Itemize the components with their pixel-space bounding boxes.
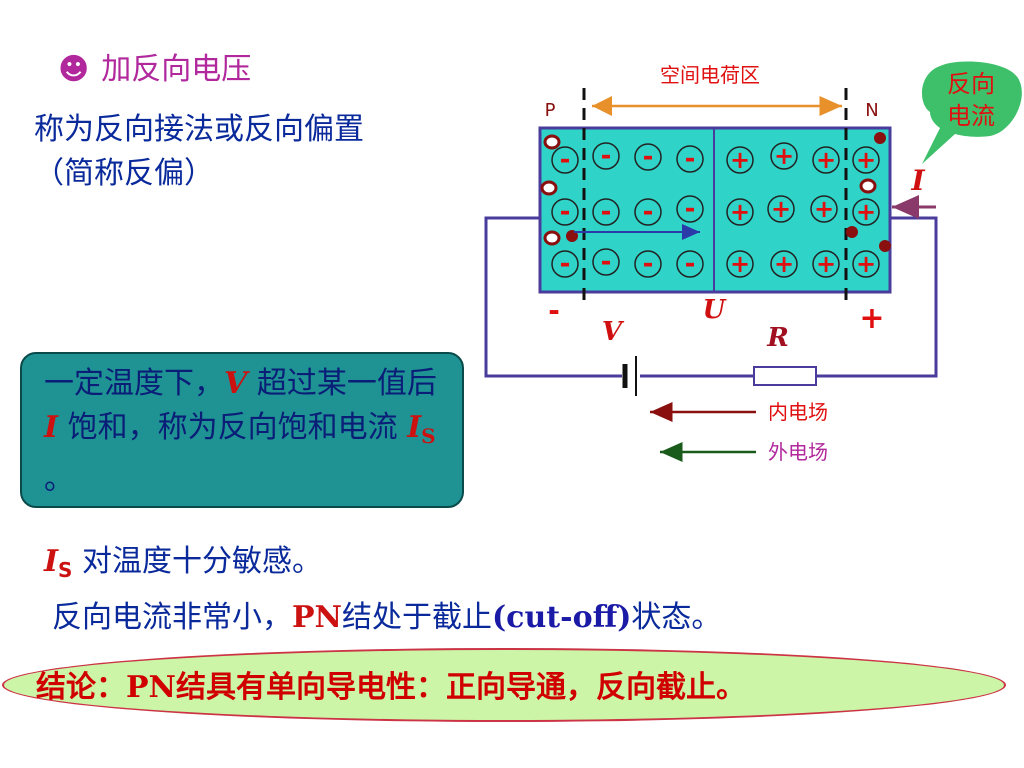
current-label: I	[910, 164, 925, 197]
negative-ions	[551, 142, 704, 278]
minus-sign: -	[601, 247, 612, 277]
n-label: N	[865, 100, 878, 121]
minus-terminal-label: -	[548, 294, 560, 327]
bubble-text-line-2: 电流	[947, 102, 995, 130]
description-line-2: （简称反偏）	[34, 156, 214, 191]
r-label: R	[766, 323, 789, 353]
is-subscript: S	[58, 558, 73, 582]
minus-sign: -	[601, 141, 612, 171]
minus-sign: -	[685, 194, 696, 224]
conclusion-pn: PN	[126, 670, 176, 705]
conclusion-ellipse	[2, 648, 1006, 722]
conclusion-label: 结论：	[36, 670, 126, 705]
bubble-text-line-1: 反向	[947, 70, 995, 98]
reverse-current-line: 反向电流非常小，PN结处于截止(cut-off)状态。	[52, 592, 721, 636]
minus-sign: -	[560, 249, 571, 279]
description: 称为反向接法或反向偏置 （简称反偏）	[34, 108, 364, 196]
smiley-icon: ☻	[58, 52, 90, 87]
space-charge-label: 空间电荷区	[660, 63, 760, 87]
slide-title: ☻ 加反向电压	[58, 44, 251, 88]
outer-field-label: 外电场	[768, 440, 828, 464]
minus-sign: -	[643, 142, 654, 172]
plus-sign: +	[774, 250, 794, 278]
negative-signs: ---- ---- ----	[560, 141, 696, 279]
reverse-text-3: 状态。	[631, 600, 722, 635]
sensitivity-text: 对温度十分敏感。	[72, 544, 322, 579]
box-v-symbol: V	[224, 366, 248, 401]
minus-sign: -	[601, 197, 612, 227]
minus-sign: -	[643, 197, 654, 227]
box-text-4: 。	[44, 462, 74, 497]
is-symbol: I	[44, 544, 59, 579]
description-line-1: 称为反向接法或反向偏置	[34, 112, 364, 147]
plus-sign: +	[774, 142, 794, 170]
reverse-current-bubble	[921, 61, 1022, 164]
reverse-pn: PN	[292, 600, 342, 635]
conclusion-text: 结具有单向导电性：正向导通，反向截止。	[175, 670, 746, 705]
box-text-2: 超过某一值后	[247, 366, 437, 401]
plus-sign: +	[730, 146, 750, 174]
conclusion-line: 结论：PN结具有单向导电性：正向导通，反向截止。	[36, 662, 746, 706]
plus-sign: +	[771, 195, 791, 223]
plus-sign: +	[814, 195, 834, 223]
holes	[540, 134, 877, 246]
box-is-subscript: S	[421, 424, 436, 448]
box-text-1: 一定温度下，	[44, 366, 224, 401]
v-label: V	[602, 317, 625, 347]
plus-sign: +	[856, 198, 876, 226]
reverse-text-1: 反向电流非常小，	[52, 600, 292, 635]
battery-symbol	[622, 356, 637, 396]
box-is-symbol: I	[407, 410, 422, 445]
inner-field-label: 内电场	[768, 400, 828, 424]
reverse-cutoff: (cut-off)	[491, 600, 632, 635]
minus-sign: -	[643, 249, 654, 279]
plus-sign: +	[730, 198, 750, 226]
saturation-current-text: 一定温度下，V 超过某一值后 I 饱和，称为反向饱和电流 IS 。	[44, 362, 454, 502]
p-label: P	[545, 100, 556, 121]
sensitivity-line: IS 对温度十分敏感。	[44, 536, 322, 582]
plus-sign: +	[816, 250, 836, 278]
plus-terminal-label: +	[859, 301, 884, 336]
plus-sign: +	[856, 250, 876, 278]
resistor	[753, 366, 817, 386]
plus-sign: +	[856, 146, 876, 174]
plus-sign: +	[730, 250, 750, 278]
slide-title-text: 加反向电压	[101, 52, 252, 87]
minus-sign: -	[685, 144, 696, 174]
u-label: U	[703, 295, 727, 325]
positive-signs: + + + + + + + + + + + +	[730, 142, 876, 278]
minus-sign: -	[685, 249, 696, 279]
saturation-current-box: 一定温度下，V 超过某一值后 I 饱和，称为反向饱和电流 IS 。	[20, 352, 464, 508]
plus-sign: +	[816, 146, 836, 174]
positive-ions	[726, 142, 880, 278]
box-i-symbol: I	[44, 410, 59, 445]
minus-sign: -	[560, 197, 571, 227]
reverse-text-2: 结处于截止	[341, 600, 492, 635]
minus-sign: -	[560, 145, 571, 175]
box-text-3: 饱和，称为反向饱和电流	[58, 410, 408, 445]
electrons	[566, 132, 891, 252]
